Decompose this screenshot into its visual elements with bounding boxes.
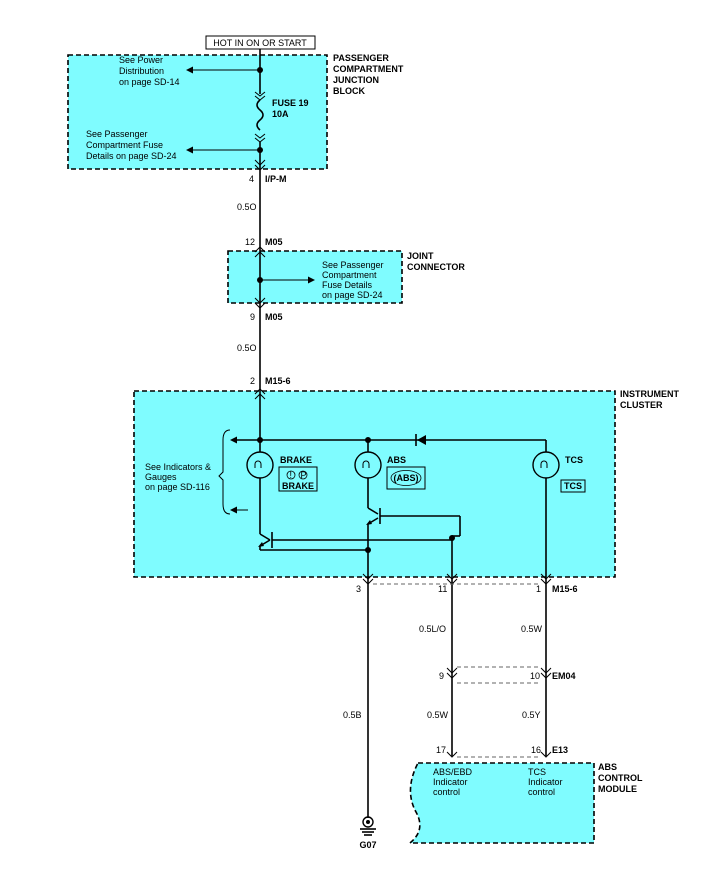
ref-fuse-details-2: Compartment Fuse <box>86 140 163 150</box>
ground-label: G07 <box>359 840 376 850</box>
pin-1: 1 <box>536 584 541 594</box>
em04-connector: EM04 <box>552 671 576 681</box>
fuse-19-symbol <box>256 99 264 131</box>
wire-0-5o-1: 0.5O <box>237 202 257 212</box>
m05-in-pin: 12 <box>245 237 255 247</box>
e13-connector: E13 <box>552 745 568 755</box>
ref-fuse-details-3: Details on page SD-24 <box>86 151 177 161</box>
tcs-label: TCS <box>565 455 583 465</box>
tcs-icon-box <box>560 479 586 493</box>
pcjb-title-1: PASSENGER <box>333 53 389 63</box>
cluster-ref-2: Gauges <box>145 472 177 482</box>
abs-ebd-label-3: control <box>433 787 460 797</box>
cluster-title-2: CLUSTER <box>620 400 663 410</box>
wire-0-5y: 0.5Y <box>522 710 541 720</box>
pin-10: 10 <box>530 671 540 681</box>
power-label: HOT IN ON OR START <box>213 38 307 48</box>
abs-ebd-label-1: ABS/EBD <box>433 767 473 777</box>
wire-0-5w-1: 0.5W <box>521 624 543 634</box>
fuse-19-label: FUSE 19 <box>272 98 309 108</box>
tcs-control-label-1: TCS <box>528 767 546 777</box>
pin-9: 9 <box>439 671 444 681</box>
abs-module-title-1: ABS <box>598 762 617 772</box>
instrument-cluster-box <box>133 390 616 578</box>
cluster-ref-3: on page SD-116 <box>145 482 210 492</box>
tcs-control-label-3: control <box>528 787 555 797</box>
tcs-icon-text: TCS <box>564 481 582 491</box>
pcjb-title-2: COMPARTMENT <box>333 64 404 74</box>
abs-module-title-3: MODULE <box>598 784 637 794</box>
m05-out-pin: 9 <box>250 312 255 322</box>
brake-label: BRAKE <box>280 455 312 465</box>
ground-symbol <box>362 816 374 828</box>
pin-3: 3 <box>356 584 361 594</box>
pin-17: 17 <box>436 745 446 755</box>
joint-ref-3: Fuse Details <box>322 280 373 290</box>
wire-0-5b: 0.5B <box>343 710 362 720</box>
abs-icon-box <box>386 466 426 490</box>
m156-in-connector: M15-6 <box>265 376 291 386</box>
abs-ebd-label-2: Indicator <box>433 777 468 787</box>
joint-ref-1: See Passenger <box>322 260 384 270</box>
brake-icon-text: BRAKE <box>282 481 314 491</box>
ref-fuse-details-1: See Passenger <box>86 129 148 139</box>
wire-0-5w-2: 0.5W <box>427 710 449 720</box>
indicators-brace <box>218 429 231 515</box>
brake-icon-box <box>278 466 318 492</box>
pin-16: 16 <box>531 745 541 755</box>
pcjb-title-4: BLOCK <box>333 86 365 96</box>
tcs-diode <box>417 435 426 445</box>
wire-0-5o-2: 0.5O <box>237 343 257 353</box>
cluster-title-1: INSTRUMENT <box>620 389 679 399</box>
joint-connector-box <box>227 250 403 304</box>
joint-title-1: JOINT <box>407 251 434 261</box>
cluster-ref-1: See Indicators & <box>145 462 211 472</box>
joint-title-2: CONNECTOR <box>407 262 465 272</box>
tcs-control-label-2: Indicator <box>528 777 563 787</box>
abs-control-module-box <box>407 762 595 844</box>
pin-11: 11 <box>438 584 447 594</box>
ipm-pin: 4 <box>249 174 254 184</box>
pcjb-title-3: JUNCTION <box>333 75 379 85</box>
abs-module-title-2: CONTROL <box>598 773 643 783</box>
m05-out-connector: M05 <box>265 312 283 322</box>
m156-out-connector: M15-6 <box>552 584 578 594</box>
fuse-19-rating: 10A <box>272 109 289 119</box>
ref-power-distribution-2: Distribution <box>119 66 164 76</box>
abs-label: ABS <box>387 455 406 465</box>
ref-power-distribution-3: on page SD-14 <box>119 77 180 87</box>
svg-text:P: P <box>301 470 307 480</box>
joint-ref-4: on page SD-24 <box>322 290 383 300</box>
m05-in-connector: M05 <box>265 237 283 247</box>
ipm-connector: I/P-M <box>265 174 287 184</box>
wire-0-5lo: 0.5L/O <box>419 624 446 634</box>
m156-in-pin: 2 <box>250 376 255 386</box>
abs-icon-text: (ABS) <box>394 473 419 483</box>
ref-power-distribution-1: See Power <box>119 55 163 65</box>
svg-text:!: ! <box>290 470 293 480</box>
joint-ref-2: Compartment <box>322 270 377 280</box>
